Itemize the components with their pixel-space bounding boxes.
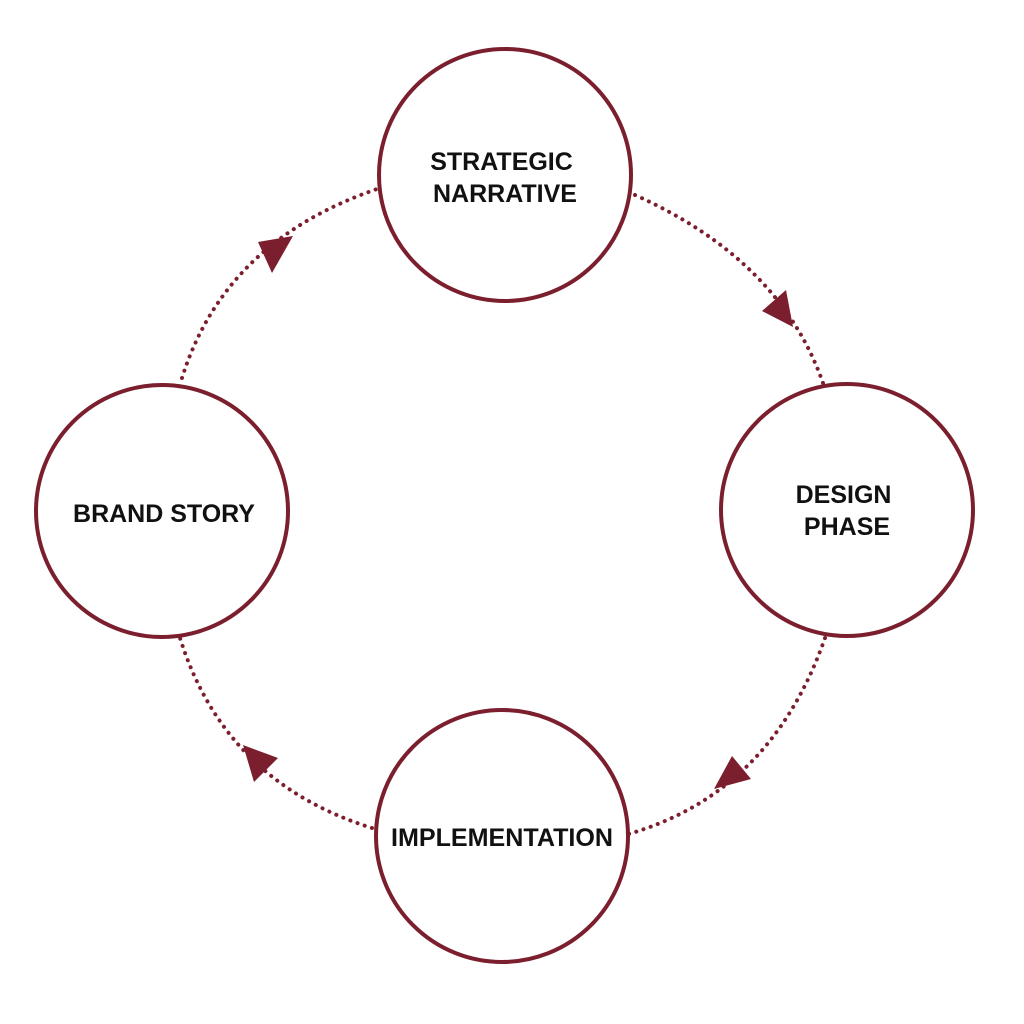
node-implementation-circle xyxy=(374,708,630,964)
arrowhead-to-design xyxy=(762,290,793,327)
node-design-phase-circle xyxy=(719,382,975,638)
node-brand-story-circle xyxy=(34,383,290,639)
node-design-phase: DESIGN PHASE xyxy=(719,382,975,638)
node-design-phase-label: DESIGN PHASE xyxy=(796,481,899,541)
node-implementation-label: IMPLEMENTATION xyxy=(391,824,613,852)
arrowhead-to-strategic xyxy=(258,236,293,273)
node-implementation: IMPLEMENTATION xyxy=(374,708,630,964)
node-brand-story: BRAND STORY xyxy=(34,383,290,639)
connector-design-to-implementation xyxy=(623,636,827,837)
node-strategic-narrative-line-1: STRATEGIC xyxy=(430,148,573,176)
connector-brand-to-strategic xyxy=(180,186,382,380)
node-brand-story-label: BRAND STORY xyxy=(73,500,255,528)
node-strategic-narrative-circle xyxy=(377,47,633,303)
node-strategic-narrative: STRATEGIC NARRATIVE xyxy=(377,47,633,303)
connector-implementation-to-brand xyxy=(178,636,374,830)
node-strategic-narrative-line-2: NARRATIVE xyxy=(433,180,577,208)
connector-strategic-to-design xyxy=(633,193,825,385)
node-strategic-narrative-label: STRATEGIC NARRATIVE xyxy=(430,148,580,208)
arrowhead-to-brand xyxy=(243,745,278,782)
arrowhead-to-implementation xyxy=(714,756,751,789)
node-design-phase-line-1: DESIGN xyxy=(796,481,892,509)
node-design-phase-line-2: PHASE xyxy=(804,513,890,541)
